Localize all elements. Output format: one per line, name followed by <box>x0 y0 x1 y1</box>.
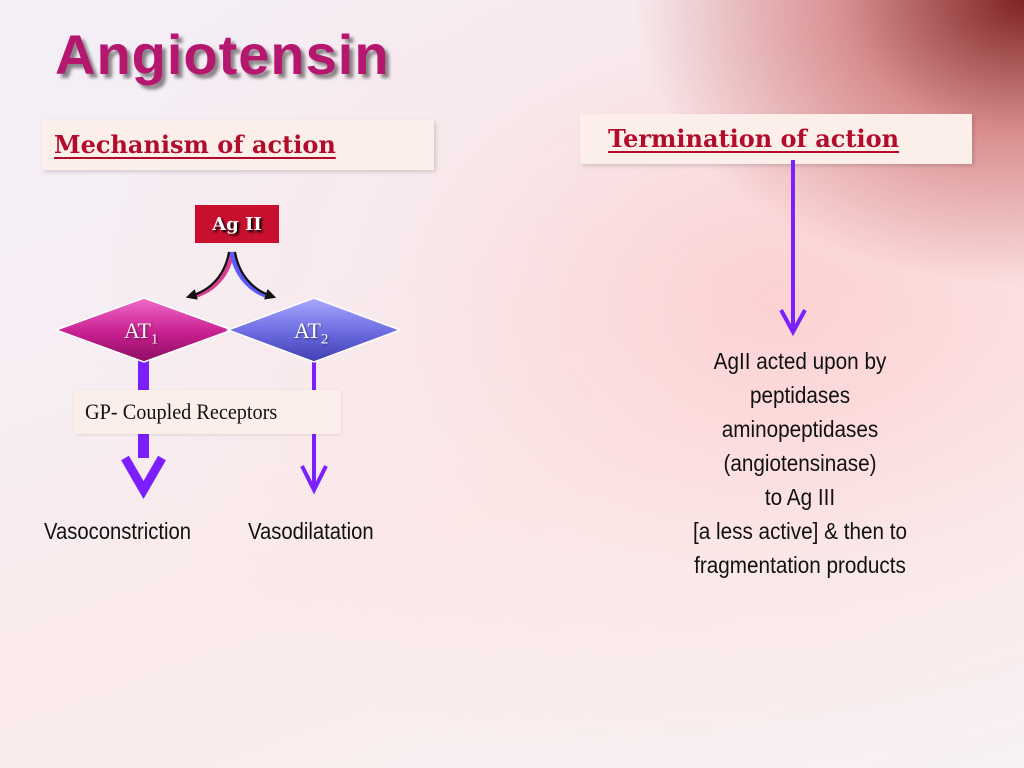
receptor-class-box: GP- Coupled Receptors <box>74 390 341 434</box>
termination-line: AgII acted upon by <box>713 348 887 374</box>
mechanism-heading: Mechanism of action <box>54 130 336 159</box>
termination-line: aminopeptidases <box>721 416 879 442</box>
termination-line: (angiotensinase) <box>723 450 877 476</box>
at1-diamond <box>53 297 235 363</box>
termination-line: to Ag III <box>764 484 836 510</box>
at1-label: AT1 <box>124 318 159 348</box>
termination-down-arrow <box>779 160 807 337</box>
at2-label: AT2 <box>294 318 329 348</box>
receptor-class-label: GP- Coupled Receptors <box>85 399 278 424</box>
termination-line: peptidases <box>749 382 851 408</box>
effect-vasodilatation: Vasodilatation <box>248 518 374 544</box>
termination-heading-box: Termination of action <box>580 114 972 164</box>
effect-vasoconstriction: Vasoconstriction <box>44 518 192 544</box>
termination-description: AgII acted upon by peptidases aminopepti… <box>647 344 953 582</box>
ligand-label: Ag II <box>212 213 262 235</box>
at2-diamond <box>225 297 403 363</box>
ligand-box: Ag II <box>195 205 279 243</box>
termination-line: fragmentation products <box>694 552 906 578</box>
slide-title: Angiotensin <box>55 23 390 86</box>
termination-line: [a less active] & then to <box>692 518 908 544</box>
split-arrows <box>185 251 277 300</box>
termination-heading: Termination of action <box>608 124 900 153</box>
mechanism-heading-box: Mechanism of action <box>42 120 434 170</box>
